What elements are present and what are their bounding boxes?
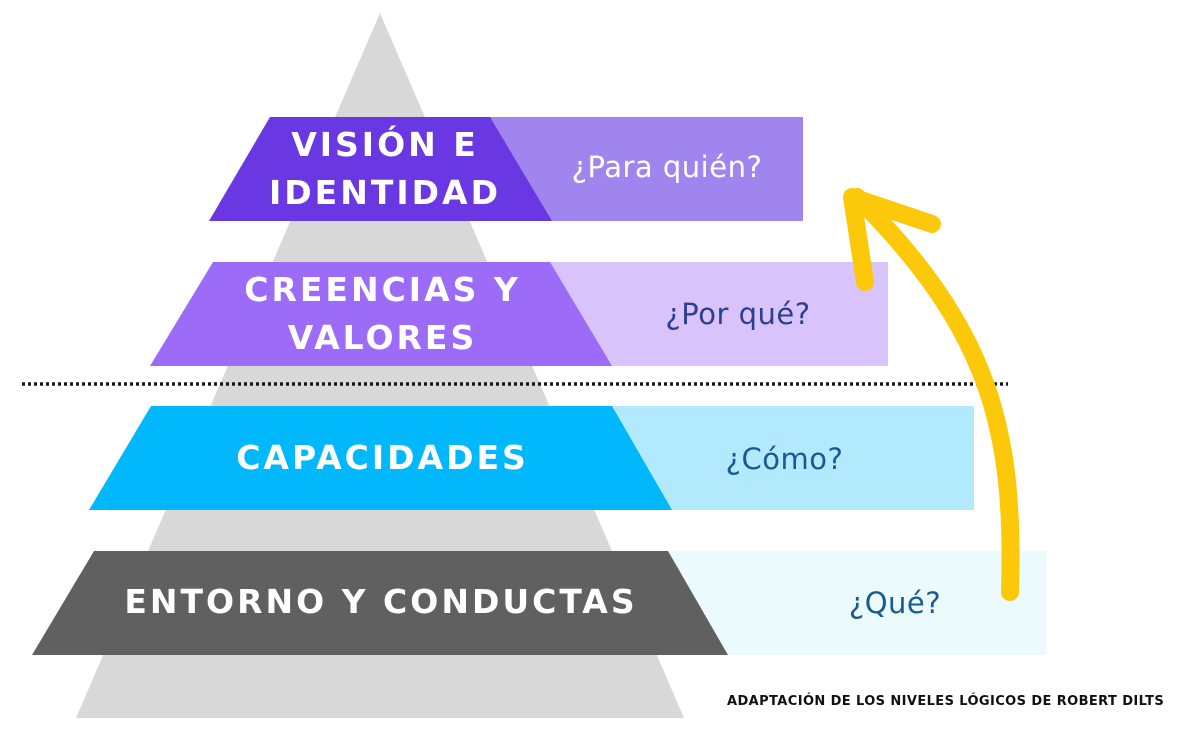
question-para-quien: ¿Para quién? [571,150,763,184]
question-como: ¿Cómo? [725,442,844,476]
question-que: ¿Qué? [848,586,942,620]
level-title-vision: VISIÓN E IDENTIDAD [240,121,530,217]
level-title-entorno: ENTORNO Y CONDUCTAS [96,578,666,626]
title-line: VISIÓN E [291,125,479,164]
arrow-head-icon [843,188,941,291]
question-por-que: ¿Por qué? [665,297,811,331]
level-band-capacidades [89,406,672,510]
title-line: CAPACIDADES [236,438,529,477]
level-band-creencias [150,262,612,366]
title-line: CREENCIAS Y [244,270,521,309]
question-box-creencias [550,262,888,366]
upward-arrow [848,188,1020,601]
question-box-vision [490,117,803,221]
question-box-capacidades [612,406,974,510]
caption: ADAPTACIÓN DE LOS NIVELES LÓGICOS DE ROB… [727,694,1165,709]
question-box-entorno [668,551,1046,655]
level-title-creencias: CREENCIAS Y VALORES [200,266,565,362]
title-line: ENTORNO Y CONDUCTAS [124,582,638,621]
level-title-capacidades: CAPACIDADES [180,434,585,482]
title-line: VALORES [287,318,478,357]
level-band-entorno [32,551,728,655]
title-line: IDENTIDAD [269,173,501,212]
level-band-vision [209,117,552,221]
